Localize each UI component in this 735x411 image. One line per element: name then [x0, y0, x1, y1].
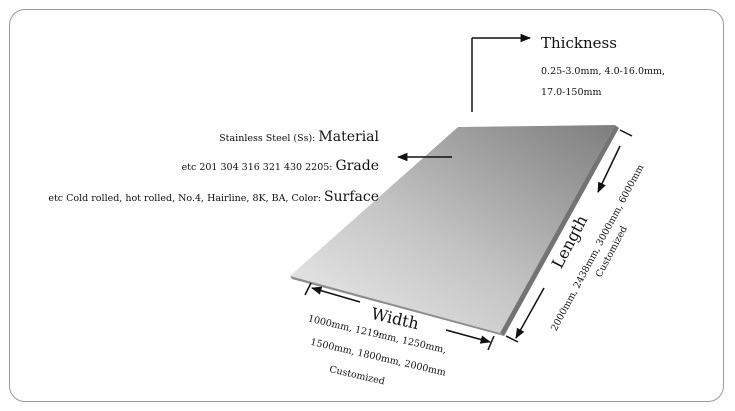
plate-right-edge: [500, 125, 619, 336]
plate-front-edge: [290, 276, 504, 336]
plate-top-surface: [290, 125, 615, 333]
spec-material: Stainless Steel (Ss): Material: [219, 126, 379, 145]
spec-grade: etc 201 304 316 321 430 2205: Grade: [182, 155, 379, 174]
spec-material-label: Material: [318, 129, 379, 145]
thickness-range-line1: 0.25-3.0mm, 4.0-16.0mm,: [541, 66, 666, 77]
steel-plate: [290, 125, 619, 336]
spec-surface: etc Cold rolled, hot rolled, No.4, Hairl…: [48, 186, 379, 205]
spec-grade-prefix: etc 201 304 316 321 430 2205:: [181, 162, 336, 173]
outer-frame: [9, 9, 724, 402]
thickness-title: Thickness: [541, 34, 617, 52]
spec-material-prefix: Stainless Steel (Ss):: [219, 133, 319, 144]
thickness-range-line2: 17.0-150mm: [541, 87, 602, 98]
length-dimension: [505, 129, 633, 343]
width-dimension: [304, 282, 495, 351]
spec-surface-label: Surface: [324, 189, 379, 205]
spec-grade-label: Grade: [335, 158, 379, 174]
spec-surface-prefix: etc Cold rolled, hot rolled, No.4, Hairl…: [48, 193, 325, 204]
thickness-arrow: [471, 33, 532, 112]
